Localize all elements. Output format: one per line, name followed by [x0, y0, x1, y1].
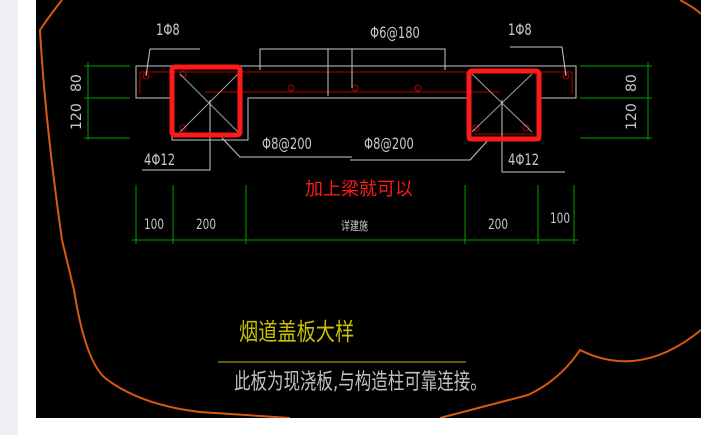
dim-right-80: 80: [624, 74, 640, 92]
highlight-right-column: [466, 68, 542, 142]
left-sidebar-strip: [0, 0, 18, 435]
cad-drawing-lines: [38, 0, 701, 418]
boundary-curve: [38, 0, 701, 418]
dim-left-80: 80: [69, 74, 85, 92]
label-right-stirrup: Φ8@200: [364, 134, 414, 153]
cad-drawing-image: 1Φ8 Φ6@180 1Φ8 80 120 80 120 4Φ12 Φ8@200…: [36, 0, 701, 418]
label-left-top-bar: 1Φ8: [156, 20, 180, 39]
annotation-note: 加上梁就可以: [305, 179, 413, 200]
dim-right-120: 120: [624, 103, 640, 130]
label-right-top-bar: 1Φ8: [508, 20, 532, 39]
label-left-column-bars: 4Φ12: [144, 150, 176, 169]
dim-left-120: 120: [69, 103, 85, 130]
dim-see-arch: 详建施: [341, 219, 369, 233]
label-left-stirrup: Φ8@200: [262, 134, 312, 153]
dim-200-right: 200: [488, 217, 509, 233]
slab-outline: [135, 65, 577, 141]
label-right-column-bars: 4Φ12: [508, 150, 540, 169]
highlight-left-column: [169, 64, 243, 138]
drawing-title: 烟道盖板大样: [239, 318, 355, 346]
dim-200-left: 200: [196, 217, 217, 233]
dim-100-right: 100: [550, 211, 571, 227]
drawing-description: 此板为现浇板,与构造柱可靠连接。: [234, 370, 487, 395]
label-slab-rebar: Φ6@180: [370, 23, 420, 42]
dim-100-left: 100: [144, 217, 165, 233]
